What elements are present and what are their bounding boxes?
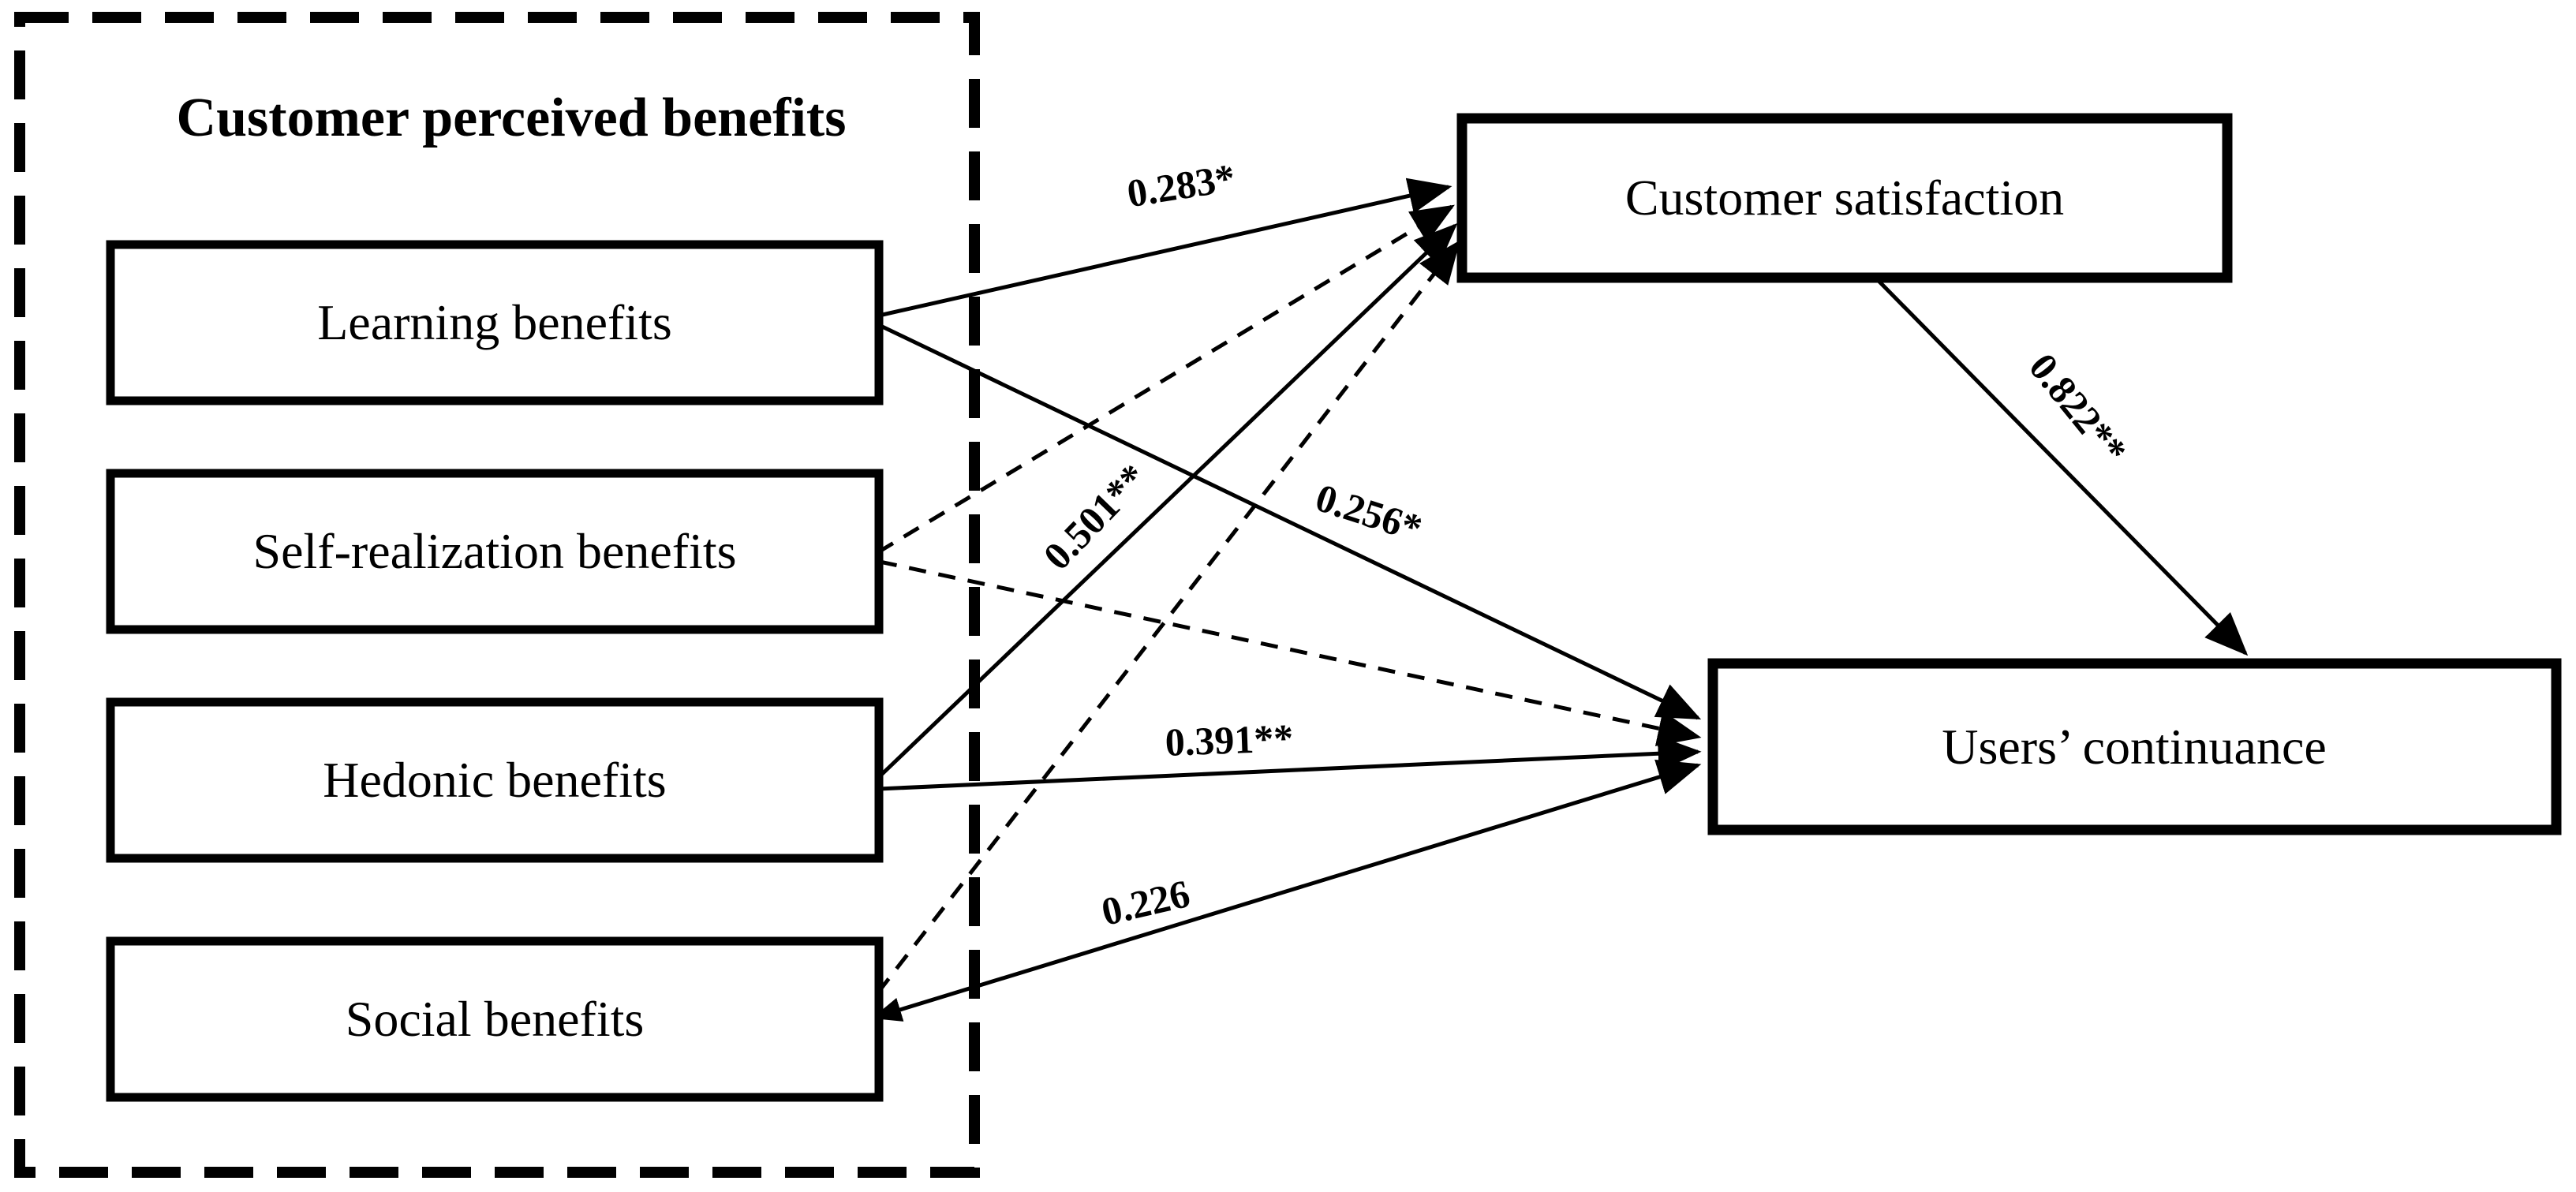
path-selfrealization-to-continuance [879,559,1702,746]
label-learning-benefits: Learning benefits [317,294,672,350]
path-satisfaction-to-continuance [1876,278,2249,656]
path-learning-to-satisfaction [878,177,1453,318]
label-hedonic-benefits: Hedonic benefits [323,752,666,808]
box-hedonic-benefits [106,697,884,863]
coef-hedonic-satisfaction: 0.501** [1034,455,1155,578]
label-customer-satisfaction: Customer satisfaction [1625,170,2064,226]
label-users-continuance: Users’ continuance [1942,719,2327,775]
path-social-to-continuance [872,759,1702,1022]
box-learning-benefits [106,240,884,405]
path-hedonic-to-satisfaction [877,222,1458,779]
coef-hedonic-continuance: 0.391** [1165,716,1294,764]
box-customer-satisfaction [1456,113,2233,283]
box-users-continuance [1707,658,2562,835]
coef-satisfaction-continuance: 0.822** [2021,345,2136,473]
label-self-realization-benefits: Self-realization benefits [252,523,736,579]
perceived-benefits-group-box [14,12,980,1178]
box-social-benefits [106,936,884,1102]
path-selfrealization-to-satisfaction [877,204,1455,555]
group-title: Customer perceived benefits [177,88,847,148]
path-learning-to-continuance [877,323,1702,720]
label-social-benefits: Social benefits [346,991,645,1047]
box-self-realization-benefits [106,469,884,634]
coef-learning-satisfaction: 0.283* [1124,155,1239,216]
